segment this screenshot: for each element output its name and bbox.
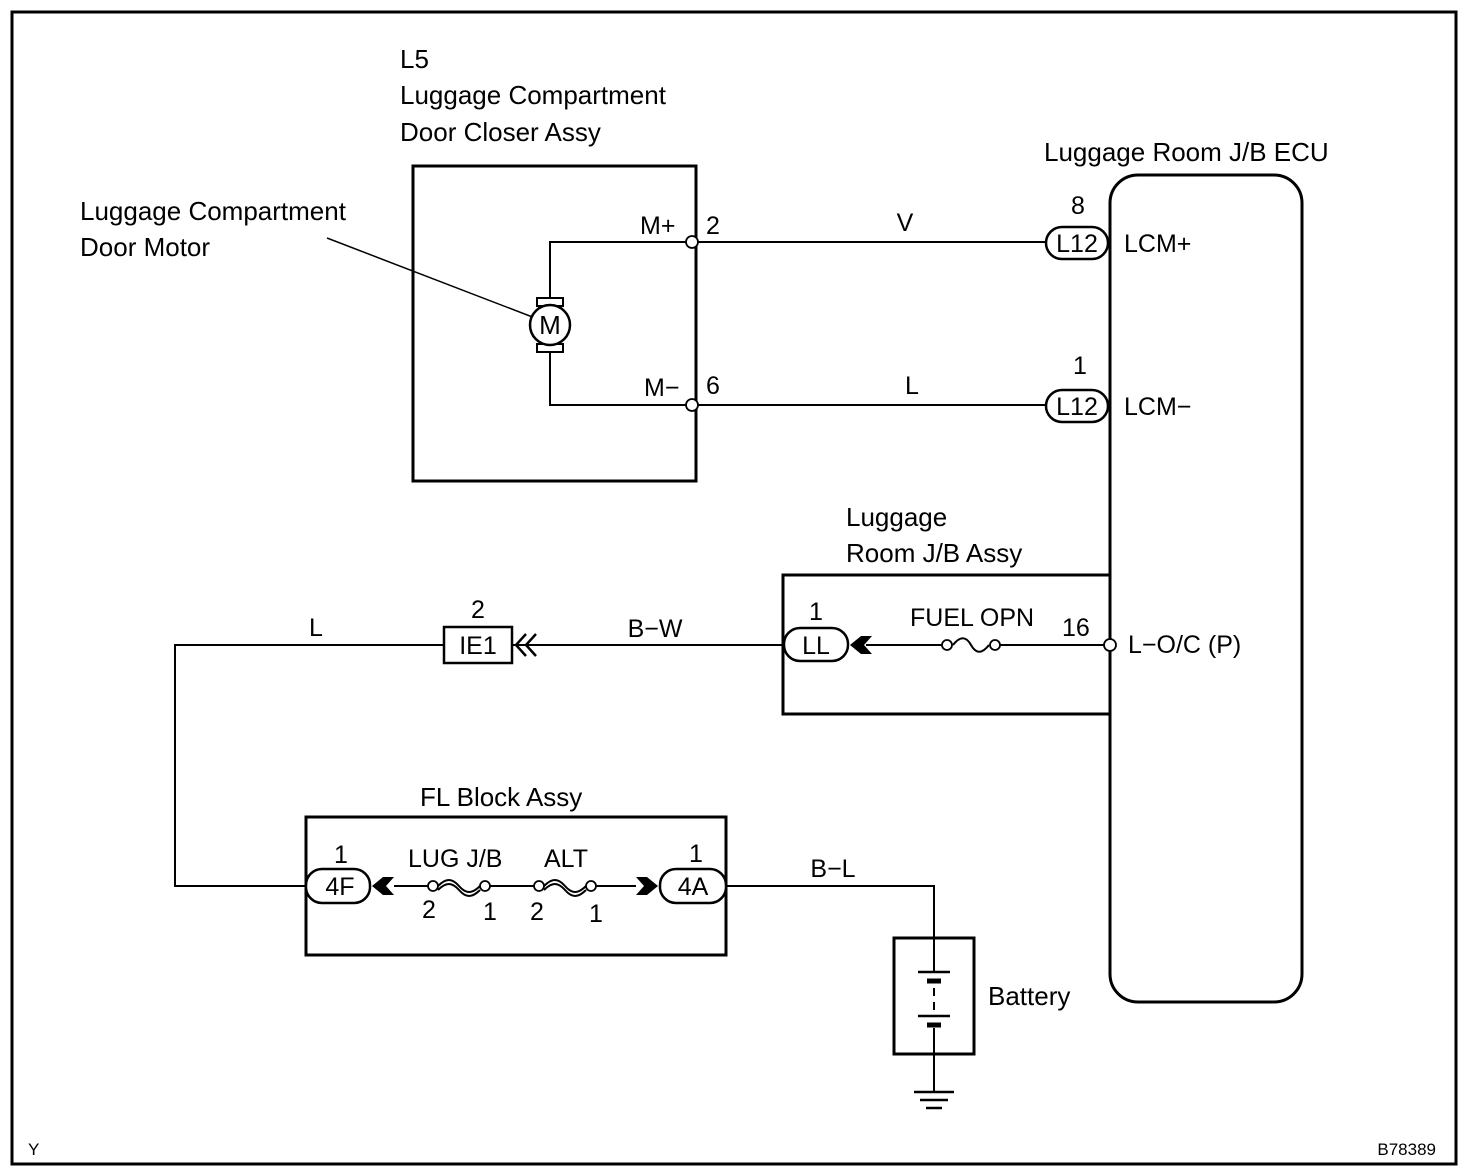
ecu-pin-plus-no: 8 xyxy=(1071,192,1085,220)
lug-jb-pin-right: 1 xyxy=(483,898,497,926)
fl-4f-female-mark xyxy=(372,877,394,895)
fl-block-title: FL Block Assy xyxy=(420,782,582,812)
alt-label: ALT xyxy=(544,845,588,873)
closer-terminal-plus xyxy=(685,235,699,249)
motor-label-line1: Luggage Compartment xyxy=(80,196,347,226)
wire-bl xyxy=(726,885,935,938)
corner-label: Y xyxy=(28,1140,39,1159)
ecu-loc-pin-no: 16 xyxy=(1062,614,1090,642)
wire-bw-color: B−W xyxy=(628,615,683,643)
closer-name-line1: Luggage Compartment xyxy=(400,80,667,110)
ie1-male-mark xyxy=(514,633,537,657)
ecu-connector-minus-label: L12 xyxy=(1056,393,1098,421)
lug-jb-fuse xyxy=(427,879,491,897)
motor-label-line2: Door Motor xyxy=(80,232,210,262)
wire-left-color: L xyxy=(309,614,323,642)
ecu-pin-minus-name: LCM− xyxy=(1124,393,1191,421)
ecu-connector-minus xyxy=(1044,388,1110,424)
ecu-loc-terminal xyxy=(1103,638,1117,652)
closer-pin-minus-no: 6 xyxy=(706,372,720,400)
closer-name-line2: Door Closer Assy xyxy=(400,117,601,147)
alt-pin-right: 1 xyxy=(589,900,603,928)
closer-terminal-minus xyxy=(685,398,699,412)
fl-4f-connector xyxy=(304,867,372,905)
wire-minus-color: L xyxy=(905,372,919,400)
fl-4f-pin: 1 xyxy=(334,841,348,869)
ecu-loc-pin-name: L−O/C (P) xyxy=(1128,631,1241,659)
fl-4a-label: 4A xyxy=(678,873,709,901)
ecu-pin-minus-no: 1 xyxy=(1073,352,1087,380)
ie1-connector-label: IE1 xyxy=(459,632,497,660)
wire-plus-color: V xyxy=(897,209,914,237)
closer-pin-plus-name: M+ xyxy=(640,212,675,240)
ecu-box xyxy=(1108,173,1304,1004)
fuel-opn-label: FUEL OPN xyxy=(910,604,1034,632)
wire-bl-color: B−L xyxy=(810,855,855,883)
fl-4f-label: 4F xyxy=(325,873,354,901)
closer-code: L5 xyxy=(400,44,429,74)
alt-fuse xyxy=(533,879,597,897)
ie1-pin: 2 xyxy=(471,596,485,624)
ecu-title: Luggage Room J/B ECU xyxy=(1044,137,1329,167)
motor-symbol: M xyxy=(528,297,572,353)
diagram-frame xyxy=(10,10,1458,1166)
motor-leader-line xyxy=(326,237,536,319)
ll-female-mark xyxy=(850,636,872,654)
jb-assy-name-line1: Luggage xyxy=(846,502,947,532)
closer-pin-minus-name: M− xyxy=(644,374,679,402)
jb-assy-name-line2: Room J/B Assy xyxy=(846,538,1022,568)
closer-pin-plus-no: 2 xyxy=(706,212,720,240)
battery-label: Battery xyxy=(988,981,1070,1011)
fl-4a-female-mark xyxy=(636,877,658,895)
closer-box xyxy=(411,164,698,483)
alt-pin-left: 2 xyxy=(530,898,544,926)
wire-left xyxy=(174,644,444,887)
ll-connector-label: LL xyxy=(802,632,830,660)
ecu-connector-plus-label: L12 xyxy=(1056,230,1098,258)
figure-id: B78389 xyxy=(1377,1140,1436,1159)
motor-plus-lead xyxy=(549,241,692,298)
motor-minus-lead xyxy=(549,352,692,406)
ie1-connector xyxy=(442,625,514,665)
battery-symbol xyxy=(918,938,950,1054)
motor-m-text: M xyxy=(539,310,561,340)
ground-icon xyxy=(914,1054,954,1110)
fuel-opn-fuse xyxy=(941,637,1001,653)
lug-jb-pin-left: 2 xyxy=(422,896,436,924)
ecu-pin-plus-name: LCM+ xyxy=(1124,230,1191,258)
ecu-connector-plus xyxy=(1044,225,1110,261)
fl-4a-pin: 1 xyxy=(689,840,703,868)
lug-jb-label: LUG J/B xyxy=(408,845,502,873)
ll-connector-pin: 1 xyxy=(809,598,823,626)
